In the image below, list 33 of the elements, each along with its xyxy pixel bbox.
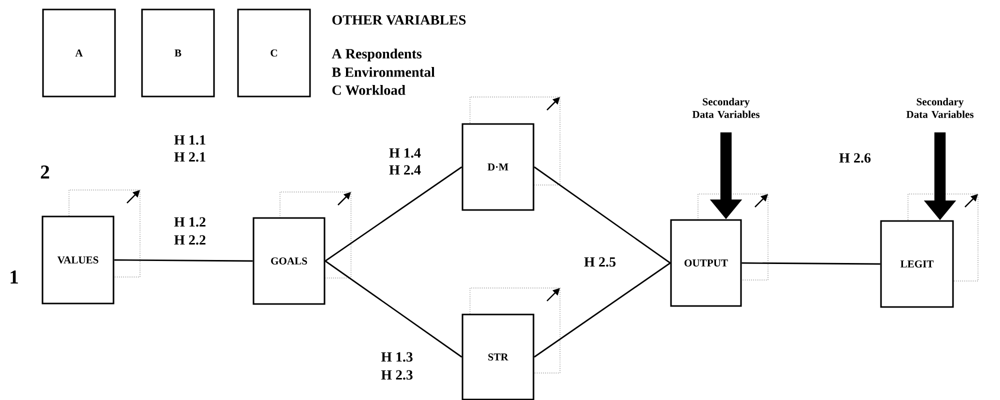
text-label: H 2.3 [381,370,413,380]
text-label: H 2.5 [584,257,616,267]
variable-box: A [42,8,116,98]
variable-box: B [141,8,215,98]
text-label: H 2.4 [389,165,421,175]
connector-line [114,259,253,262]
variable-label: Secondary Data Variables [692,98,760,118]
row-number: 2 [40,165,50,178]
text-label: H 1.2 [174,217,206,227]
text-label: H 2.6 [839,153,871,163]
variable-box: STR [462,314,534,400]
text-label: H 1.1 [174,135,206,145]
variable-box: GOALS [252,217,326,305]
text-label: H 2.2 [174,235,206,245]
connector-line [534,262,671,358]
connector-line [534,166,671,264]
text-label: A Respondents [332,48,422,62]
text-label: H 1.4 [389,148,421,158]
connector-line [324,166,462,262]
variable-label: Secondary Data Variables [906,98,974,118]
text-label: H 2.1 [174,152,206,162]
row-number: 1 [10,270,18,284]
variable-box: OUTPUT [670,219,742,307]
connector-line [742,262,880,265]
variable-box: LEGIT [880,220,954,308]
text-label: C Workload [332,85,406,95]
variable-box: D·M [462,123,534,211]
text-label: B Environmental [332,67,435,77]
variable-box: C [237,8,311,98]
text-label: H 1.3 [381,352,413,362]
connector-line [324,260,462,358]
variable-box: VALUES [42,216,114,304]
heading: OTHER VARIABLES [332,15,466,25]
